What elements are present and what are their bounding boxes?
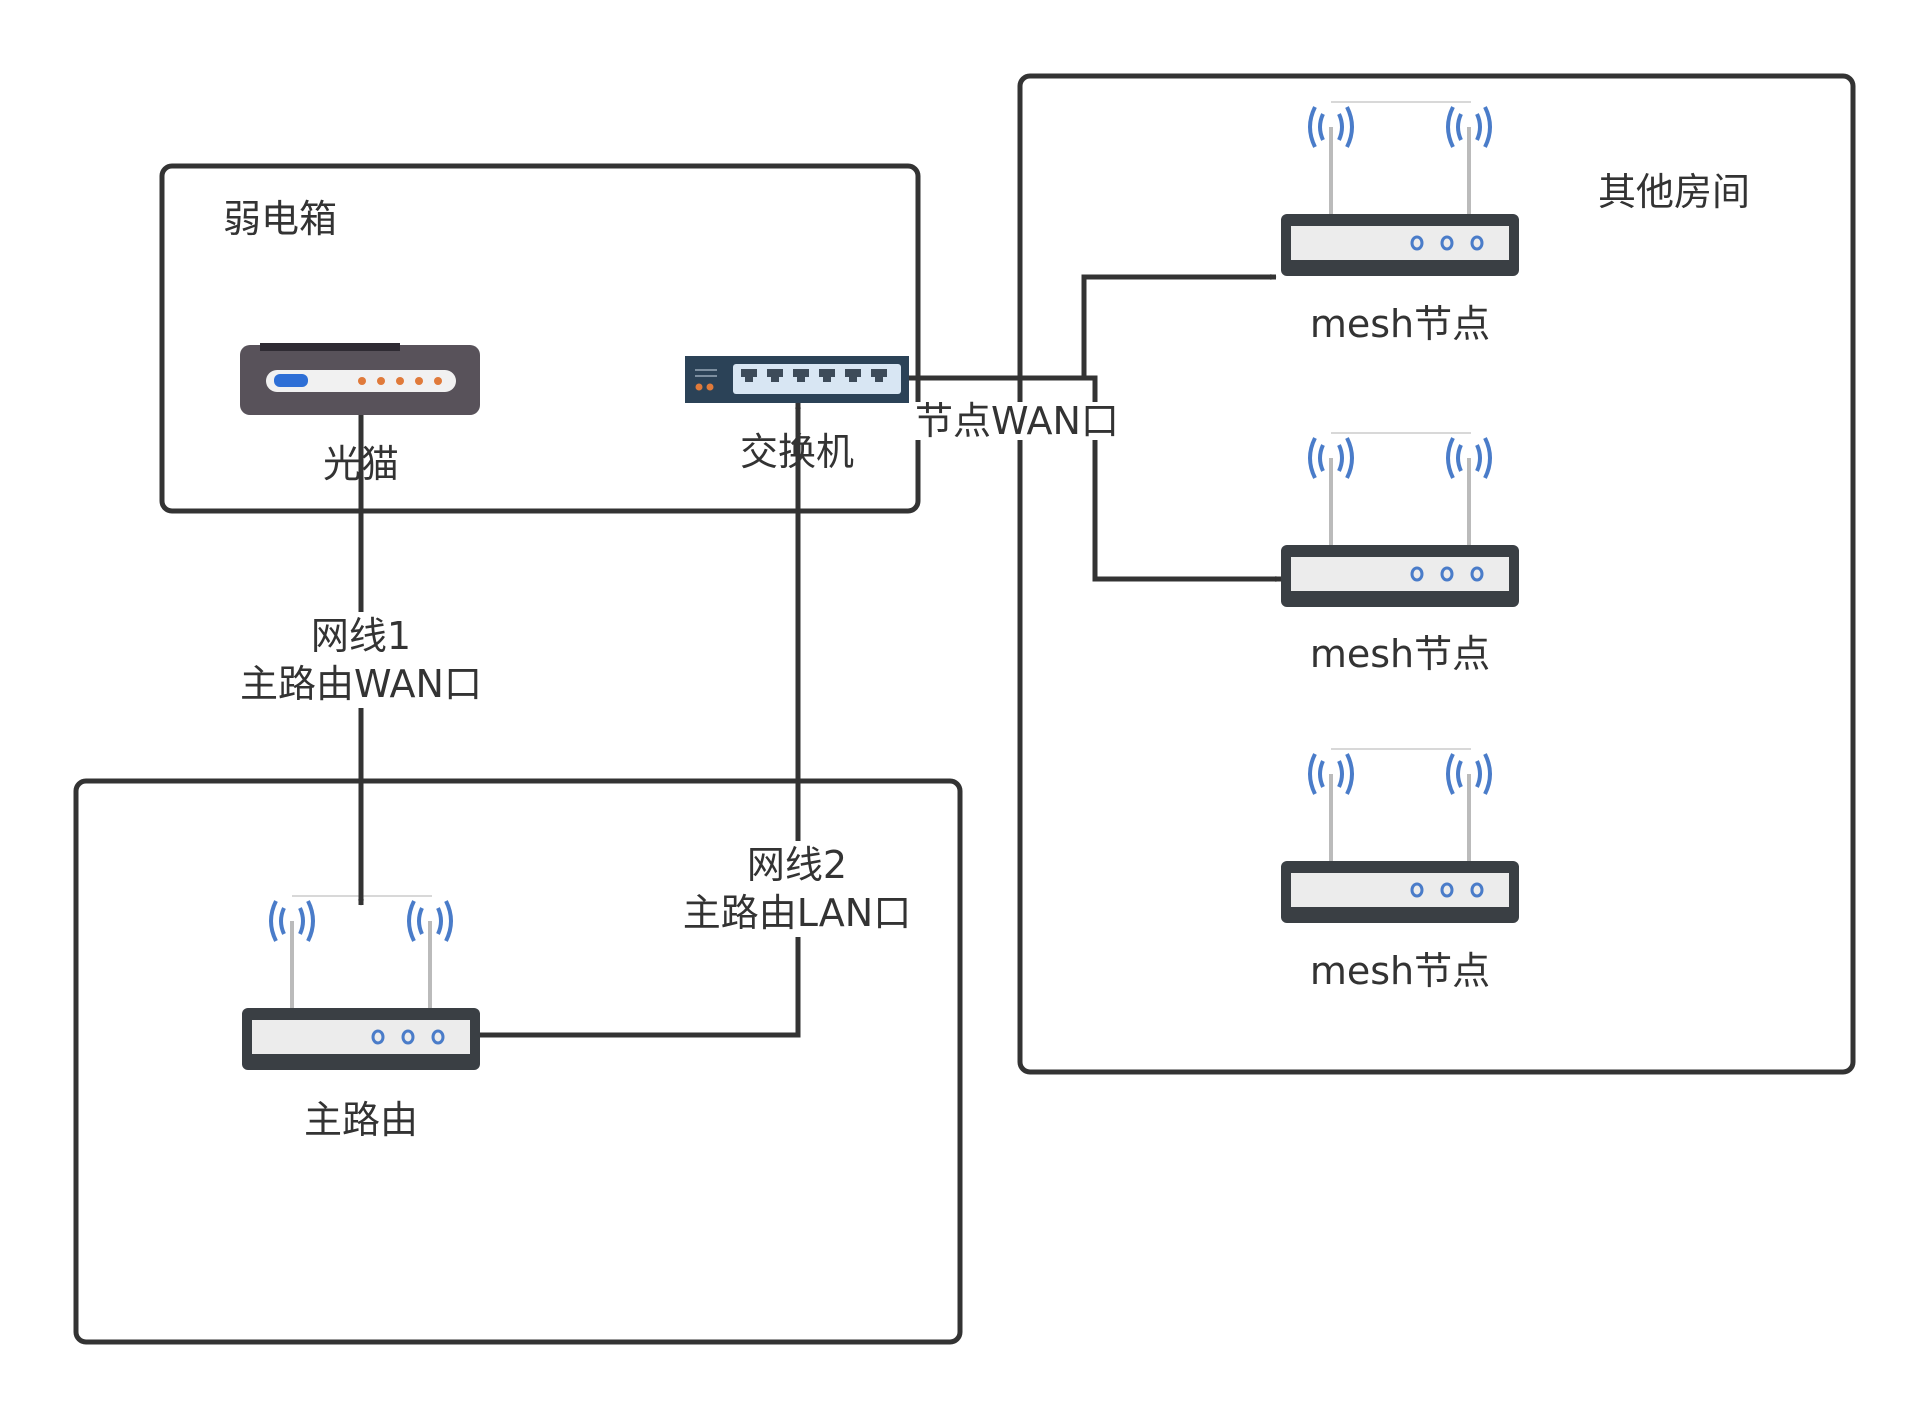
cable1-label: 网线1 主路由WAN口 <box>240 612 482 708</box>
modem-icon <box>240 343 480 415</box>
mesh-node-2-label: mesh节点 <box>1309 632 1491 676</box>
cable2-port: 主路由LAN口 <box>682 891 912 935</box>
main-router-room-container <box>73 778 963 1345</box>
modem-label: 光猫 <box>322 442 400 486</box>
node-wan-label: 节点WAN口 <box>915 399 1119 443</box>
mesh-node-1-label: mesh节点 <box>1309 302 1491 346</box>
weak-box-label: 弱电箱 <box>223 197 338 241</box>
main-router-label: 主路由 <box>303 1098 419 1142</box>
mesh-node-3-icon <box>1279 747 1521 925</box>
main-router-icon <box>240 894 482 1072</box>
cable2-label: 网线2 主路由LAN口 <box>682 841 912 937</box>
edge-switch-to-mesh-2 <box>909 375 1282 582</box>
cable1-port: 主路由WAN口 <box>240 662 482 706</box>
mesh-node-3-label: mesh节点 <box>1309 949 1491 993</box>
mesh-node-1-icon <box>1279 100 1521 278</box>
switch-icon <box>685 356 909 403</box>
mesh-node-2-icon <box>1279 431 1521 609</box>
edge-switch-to-mesh-1 <box>1081 274 1277 378</box>
switch-label: 交换机 <box>739 430 855 474</box>
weak-box-container <box>159 163 921 514</box>
edge-main-router-to-switch <box>480 402 801 1038</box>
cable2-name: 网线2 <box>746 843 848 887</box>
other-rooms-label: 其他房间 <box>1598 170 1751 214</box>
cable1-name: 网线1 <box>310 614 412 658</box>
other-rooms-container <box>1017 73 1856 1075</box>
